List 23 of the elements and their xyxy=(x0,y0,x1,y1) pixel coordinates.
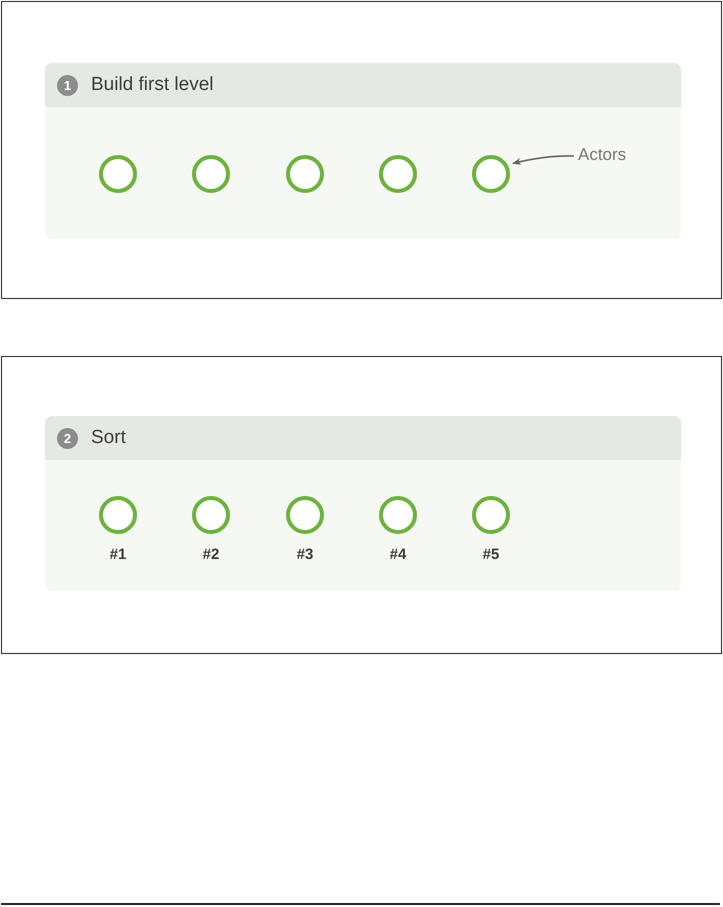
rank-label: #5 xyxy=(482,545,500,565)
actor-circle xyxy=(286,155,324,193)
callout-text: Actors xyxy=(578,145,626,165)
actor-circle xyxy=(192,496,230,534)
actor-circle xyxy=(99,496,137,534)
rank-label: #4 xyxy=(388,545,408,565)
step-panel xyxy=(45,63,681,239)
rank-label: #3 xyxy=(296,545,314,565)
step-number: 1 xyxy=(57,75,78,96)
step-number: 2 xyxy=(57,428,78,449)
rank-label: #1 xyxy=(108,545,128,565)
actor-circle xyxy=(472,155,510,193)
actor-circle xyxy=(192,155,230,193)
actor-circle xyxy=(99,155,137,193)
actor-circle xyxy=(379,155,417,193)
actor-circle xyxy=(286,496,324,534)
leader-arrow xyxy=(512,155,574,165)
actor-circle xyxy=(472,496,510,534)
rank-label: #2 xyxy=(202,545,220,565)
panel-title: Build first level xyxy=(91,74,214,96)
panel-title: Sort xyxy=(91,427,126,449)
actor-circle xyxy=(379,496,417,534)
step-panel xyxy=(45,416,681,591)
